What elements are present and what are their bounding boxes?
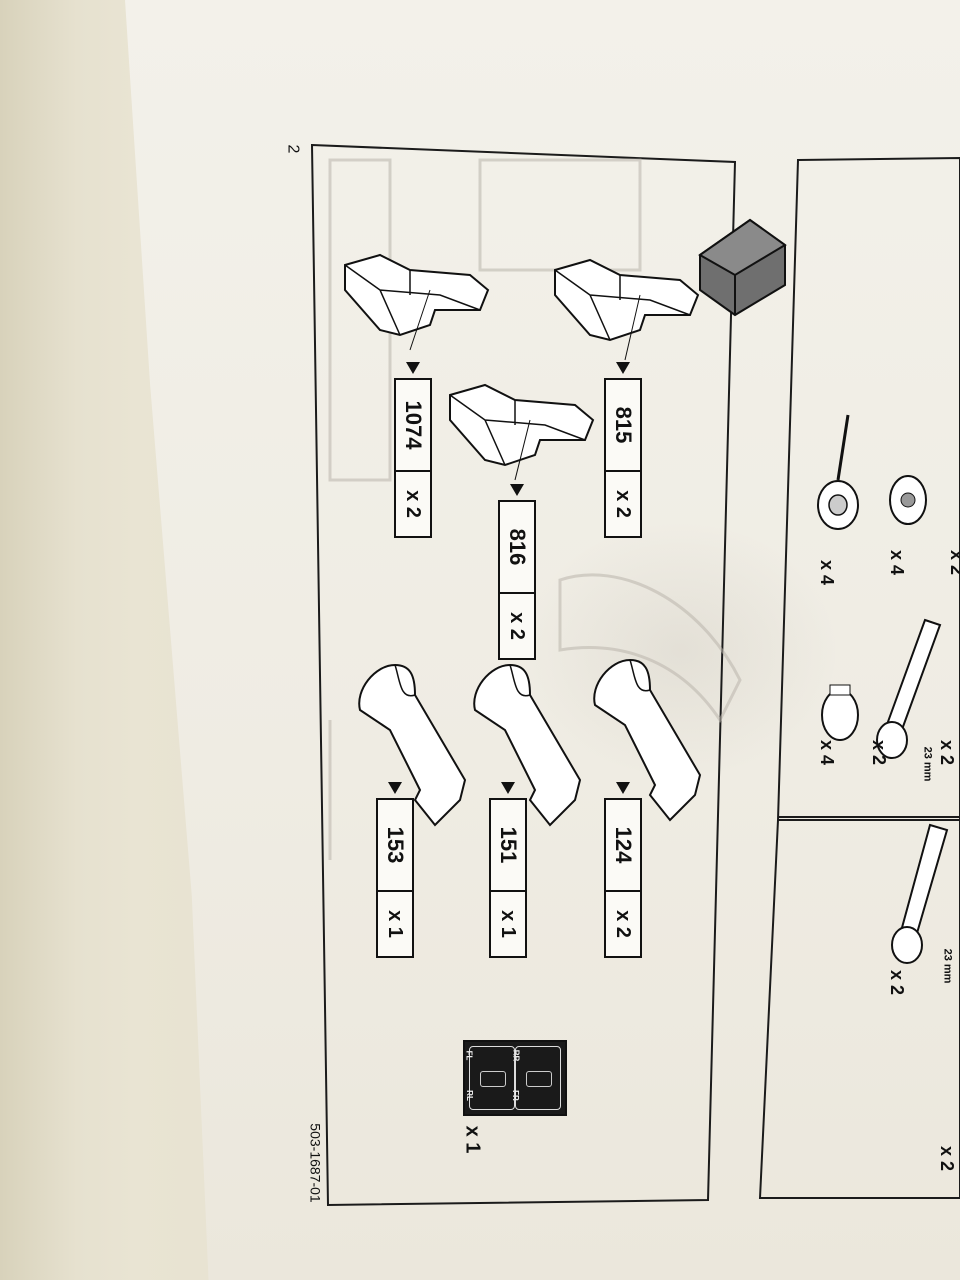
part-number: 1074	[396, 380, 430, 472]
part-label-box: 1074 x 2	[394, 378, 432, 538]
part-number: 151	[491, 800, 525, 892]
bolt-cap-icon	[817, 414, 859, 530]
part-number: 815	[606, 380, 640, 472]
part-label-816: 816 x 2	[498, 484, 536, 660]
dimension-label: 23 mm	[921, 746, 934, 782]
item-quantity: x 2	[869, 739, 890, 766]
part-quantity: x 1	[384, 910, 407, 938]
pointer-triangle-icon	[616, 782, 630, 794]
sticker-rr-fr: RR FR	[511, 1046, 561, 1110]
pointer-triangle-icon	[388, 782, 402, 794]
item-quantity: x 2	[946, 550, 960, 575]
part-quantity: x 2	[612, 910, 635, 938]
clip-part-icon	[698, 218, 787, 317]
item-quantity: x 2	[937, 1145, 958, 1172]
part-number: 816	[500, 502, 534, 594]
part-label-815: 815 x 2	[604, 362, 642, 538]
bracket-815-icon	[554, 258, 700, 361]
pad-153-icon	[358, 663, 467, 827]
sticker-quantity: x 1	[461, 1125, 484, 1154]
car-outline-icon	[480, 1071, 506, 1087]
part-quantity: x 2	[506, 612, 529, 640]
part-number: 153	[378, 800, 412, 892]
part-quantity: x 2	[402, 490, 425, 518]
part-label-151: 151 x 1	[489, 782, 527, 958]
item-quantity: x 4	[887, 549, 908, 576]
knob-icon	[889, 475, 927, 525]
part-label-box: 151 x 1	[489, 798, 527, 958]
profile-rod-icon	[876, 618, 942, 759]
item-quantity: x 2	[887, 969, 908, 996]
part-quantity: x 2	[612, 490, 635, 518]
pointer-triangle-icon	[501, 782, 515, 794]
part-label-1074: 1074 x 2	[394, 362, 432, 538]
part-label-box: 124 x 2	[604, 798, 642, 958]
pointer-triangle-icon	[406, 362, 420, 374]
item-quantity: x 4	[817, 739, 838, 766]
part-label-124: 124 x 2	[604, 782, 642, 958]
car-outline-icon	[526, 1071, 552, 1087]
dimension-label: 23 mm	[941, 948, 954, 984]
part-label-153: 153 x 1	[376, 782, 414, 958]
pad-124-icon	[593, 658, 702, 822]
part-label-box: 816 x 2	[498, 500, 536, 660]
document-code: 503-1687-01	[307, 1123, 324, 1203]
item-quantity: x 2	[937, 739, 958, 766]
part-quantity: x 1	[497, 910, 520, 938]
sticker-fl-rl: FL RL	[464, 1046, 515, 1110]
pointer-triangle-icon	[616, 362, 630, 374]
item-quantity: x 4	[817, 559, 838, 586]
pointer-triangle-icon	[510, 484, 524, 496]
profile-rod-icon	[891, 823, 949, 964]
sticker-label: RL	[464, 1090, 474, 1101]
sticker-sheet: RR FR FL RL	[463, 1040, 567, 1116]
end-cap-icon	[821, 684, 859, 741]
part-label-box: 153 x 1	[376, 798, 414, 958]
pad-151-icon	[473, 663, 582, 827]
sticker-label: FL	[464, 1050, 474, 1061]
part-label-box: 815 x 2	[604, 378, 642, 538]
bracket-816-icon	[449, 383, 595, 481]
part-number: 124	[606, 800, 640, 892]
bracket-1074-icon	[344, 253, 490, 351]
